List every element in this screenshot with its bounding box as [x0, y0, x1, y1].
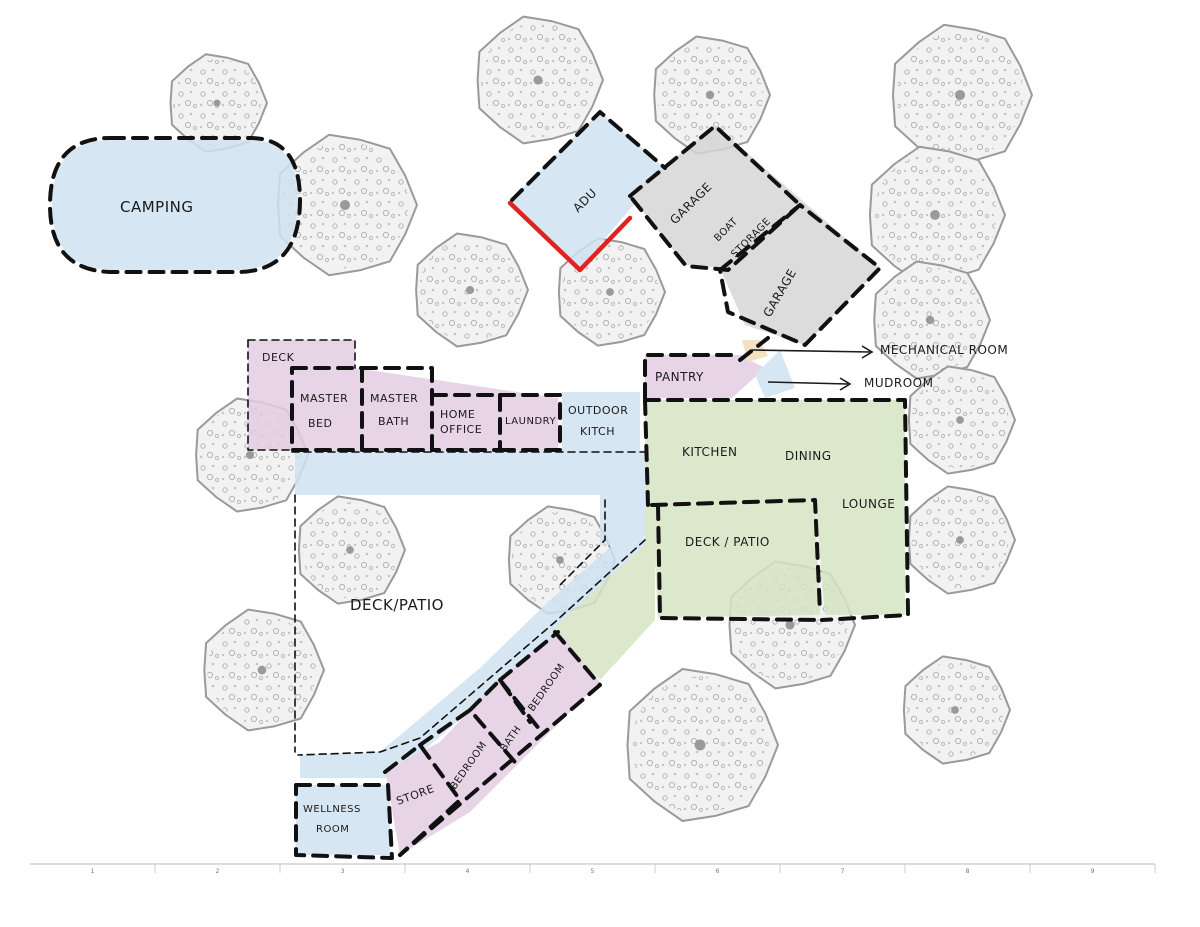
adu-zone	[510, 112, 665, 268]
bottom-ruler: 1 2 3 4 5 6 7 8 9	[30, 863, 1156, 875]
camping-outline	[48, 136, 302, 274]
label-deck-patio-inner: DECK / PATIO	[685, 535, 770, 549]
label-lounge: LOUNGE	[842, 497, 895, 511]
ruler-number: 1	[91, 868, 95, 875]
garage-2-outline	[718, 203, 882, 347]
camping-zone	[52, 140, 298, 270]
trees-layer	[169, 15, 1033, 822]
label-wellness-1: WELLNESS	[303, 804, 361, 815]
home-office-outline	[430, 393, 502, 452]
ruler-number: 2	[216, 868, 220, 875]
deck-patio-outer-outline	[294, 494, 606, 753]
diagonal-rooms-outline	[398, 630, 602, 857]
mechanical-arrow	[861, 345, 874, 359]
adu-red-edge	[507, 200, 633, 273]
tree-icon	[902, 655, 1011, 765]
pantry-zone	[645, 355, 765, 398]
label-laundry: LAUNDRY	[505, 416, 556, 427]
label-camping: CAMPING	[120, 198, 194, 216]
laundry-outline	[498, 393, 562, 452]
living-outline	[643, 398, 910, 622]
living-zone	[552, 400, 905, 680]
store-outline	[383, 743, 462, 857]
deck-top-outline	[247, 339, 356, 369]
label-master-bath-2: BATH	[378, 415, 409, 428]
diagonal-rooms-zone	[385, 630, 600, 855]
mechanical-leader	[751, 349, 871, 353]
wellness-outline	[294, 783, 394, 860]
tree-icon	[907, 485, 1016, 595]
mudroom-leader	[767, 381, 849, 385]
ruler-number: 8	[966, 868, 970, 875]
tree-icon	[626, 668, 779, 822]
tree-icon	[892, 23, 1033, 167]
ruler-number: 5	[591, 868, 595, 875]
tree-icon	[476, 15, 604, 145]
garage-zone	[630, 125, 880, 345]
label-master-bed-1: MASTER	[300, 392, 348, 405]
adu-outline	[510, 110, 667, 202]
label-mudroom: MUDROOM	[864, 376, 933, 390]
tree-icon	[169, 53, 268, 153]
tree-icon	[203, 608, 325, 732]
label-pantry: PANTRY	[655, 370, 704, 384]
diagonal-upper-outline	[297, 539, 646, 756]
deck-patio-inner-zone	[652, 500, 820, 618]
pantry-outline	[643, 336, 770, 400]
tree-icon	[907, 365, 1016, 475]
ruler-number: 7	[841, 868, 845, 875]
garage-1-outline	[628, 124, 802, 272]
tree-icon	[297, 495, 406, 605]
callout-leaders	[751, 345, 874, 391]
label-deck-patio-outer: DECK/PATIO	[350, 596, 444, 614]
ruler-number: 9	[1091, 868, 1095, 875]
label-master-bath-1: MASTER	[370, 392, 418, 405]
dashed-outlines	[48, 110, 910, 860]
ruler-number: 3	[341, 868, 345, 875]
outdoor-kitchen-zone	[562, 392, 640, 452]
corridor-zone	[295, 450, 655, 545]
tree-icon	[868, 145, 1006, 285]
label-kitchen: KITCHEN	[682, 445, 738, 459]
diagonal-corridor-zone	[300, 530, 658, 778]
mudroom-zone	[755, 350, 795, 398]
tree-icon	[653, 35, 771, 155]
deck-patio-inner-outline	[650, 498, 824, 622]
label-outdoor-kitch-2: KITCH	[580, 425, 615, 438]
color-zones	[52, 112, 905, 855]
label-outdoor-kitch-1: OUTDOOR	[568, 404, 628, 417]
label-home-office-1: HOME	[440, 408, 475, 421]
label-dining: DINING	[785, 449, 832, 463]
master-bath-outline	[360, 366, 434, 452]
label-master-bed-2: BED	[308, 417, 332, 430]
ruler-number: 6	[716, 868, 720, 875]
tree-icon	[873, 260, 991, 380]
wellness-zone	[296, 785, 390, 855]
mudroom-arrow	[839, 377, 852, 391]
deck-left-outline	[247, 339, 293, 451]
label-home-office-2: OFFICE	[440, 423, 482, 436]
ruler-number: 4	[466, 868, 470, 875]
tree-icon	[277, 133, 418, 277]
label-wellness-2: ROOM	[316, 824, 349, 835]
tree-icon	[415, 232, 529, 348]
label-mechanical-room: MECHANICAL ROOM	[880, 343, 1008, 357]
label-deck-top: DECK	[262, 351, 295, 364]
